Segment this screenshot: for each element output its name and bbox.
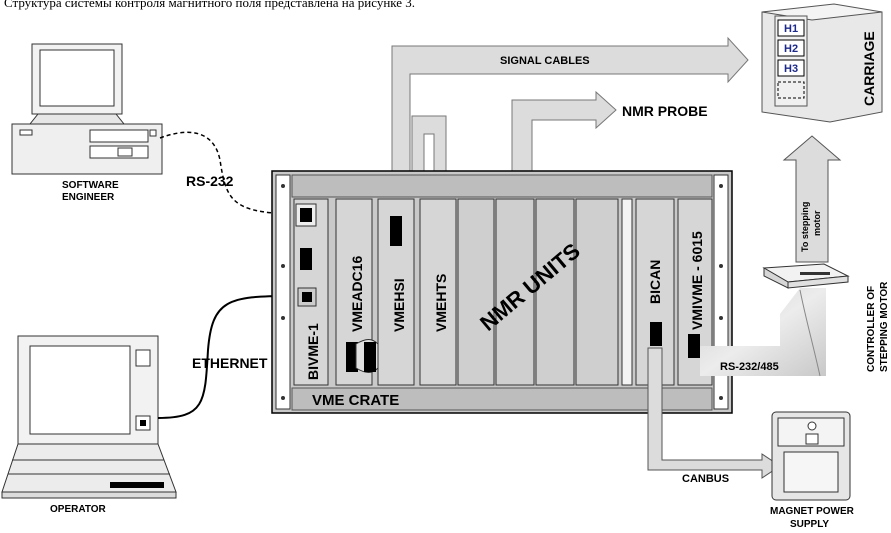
vmehsi-label: VMEHSI [391, 278, 407, 332]
rs232-485-band [700, 288, 826, 376]
h1-label: H1 [784, 23, 798, 35]
vme-crate: VME CRATE [271, 170, 733, 414]
stepping-motor-controller [762, 263, 850, 289]
h3-label: H3 [784, 63, 798, 75]
controller-label-2: STEPPING MOTOR [879, 281, 890, 372]
vme-crate-label: VME CRATE [312, 392, 399, 409]
magnet-power-label-2: SUPPLY [790, 519, 829, 530]
software-label-2: ENGINEER [62, 192, 115, 203]
connectors [295, 203, 700, 373]
operator-label: OPERATOR [50, 504, 107, 515]
controller-label-1: CONTROLLER OF [866, 286, 877, 372]
to-stepping-label-1: To stepping [800, 202, 810, 252]
canbus-arrow: CANBUS [647, 347, 781, 485]
vmehts-label: VMEHTS [433, 274, 449, 332]
magnet-power-label-1: MAGNET POWER [770, 506, 855, 517]
signal-cables-label: SIGNAL CABLES [500, 55, 590, 67]
vmivme-label: VMIVME - 6015 [689, 231, 705, 330]
vmeadc16-label: VMEADC16 [349, 256, 365, 332]
canbus-label: CANBUS [682, 473, 729, 485]
magnet-power-supply: MAGNET POWER SUPPLY [770, 411, 855, 530]
software-label-1: SOFTWARE [62, 180, 119, 191]
carriage: H1 H2 H3 CARRIAGE [761, 3, 883, 123]
software-engineer-computer: SOFTWARE ENGINEER [11, 43, 163, 203]
to-stepping-motor-arrow: To stepping motor [782, 135, 842, 263]
bivme-label: BIVME-1 [305, 323, 321, 380]
carriage-label: CARRIAGE [861, 31, 877, 106]
ethernet-cable [157, 295, 291, 419]
rs232-485-label: RS-232/485 [720, 361, 779, 373]
h2-label: H2 [784, 43, 798, 55]
to-stepping-label-2: motor [812, 210, 822, 236]
operator-laptop: OPERATOR [1, 335, 177, 515]
caption: Структура системы контроля магнитного по… [4, 0, 415, 10]
ethernet-label: ETHERNET [192, 355, 268, 371]
bican-label: BICAN [647, 260, 663, 304]
rs232-label: RS-232 [186, 173, 234, 189]
rs232-cable [159, 131, 291, 215]
nmr-probe-label: NMR PROBE [622, 103, 708, 119]
